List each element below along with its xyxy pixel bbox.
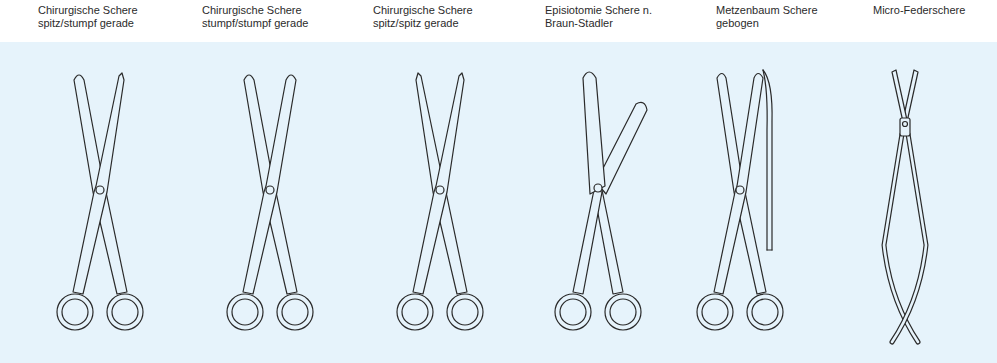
scissors-label: Metzenbaum Schere gebogen <box>716 4 828 30</box>
background-panel <box>0 42 997 363</box>
scissors-label: Chirurgische Schere spitz/spitz gerade <box>373 4 485 30</box>
scissors-label: Chirurgische Schere stumpf/stumpf gerade <box>202 4 314 30</box>
scissors-label: Chirurgische Schere spitz/stumpf gerade <box>38 4 150 30</box>
scissors-label: Episiotomie Schere n. Braun-Stadler <box>545 4 657 30</box>
surgical-scissors <box>227 75 313 330</box>
surgical-scissors <box>397 73 483 330</box>
surgical-scissors <box>57 73 143 330</box>
metzenbaum-scissors <box>697 70 783 330</box>
micro-spring-scissors <box>884 70 926 342</box>
scissors-label: Micro-Federschere <box>873 4 985 17</box>
episiotomy-scissors <box>555 72 647 330</box>
